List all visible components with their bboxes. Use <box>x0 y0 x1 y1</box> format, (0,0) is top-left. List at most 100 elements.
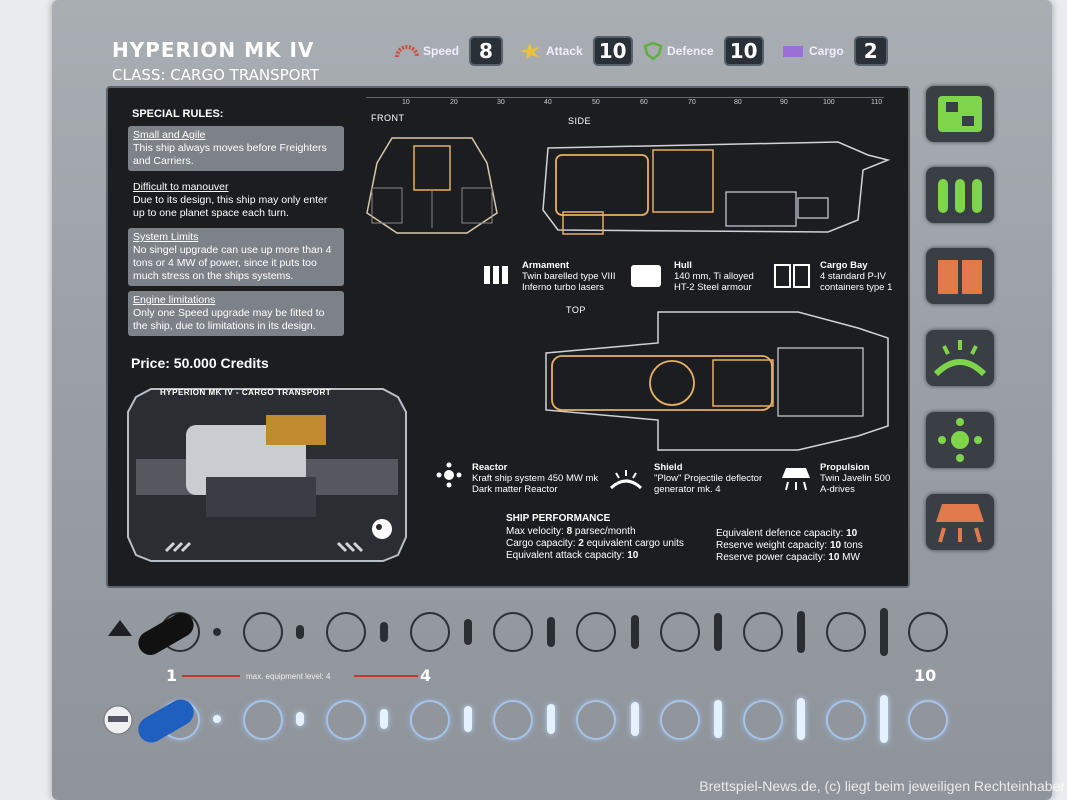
performance-heading: SHIP PERFORMANCE <box>506 513 611 524</box>
track-pip <box>464 619 472 645</box>
track-slot[interactable] <box>410 612 450 652</box>
blueprint-side <box>542 141 891 235</box>
title-block: HYPERION MK IV CLASS: CARGO TRANSPORT <box>112 38 362 108</box>
armament-icon <box>484 266 508 284</box>
blueprint-top <box>545 311 889 451</box>
blue-peg-marker[interactable] <box>100 694 200 756</box>
perf-weight: Reserve weight capacity: 10 tons <box>716 540 863 551</box>
black-peg-marker[interactable] <box>104 608 200 670</box>
cargo-upgrade-icon[interactable] <box>926 248 994 304</box>
ruler-tick: 100 <box>823 99 835 106</box>
cargo-icon <box>783 46 803 57</box>
rule-text: Only one Speed upgrade may be fitted to … <box>133 307 325 332</box>
track-pip-lit <box>213 715 221 723</box>
propulsion-upgrade-icon[interactable] <box>926 494 994 550</box>
ruler-tick: 30 <box>497 99 505 106</box>
track-pip <box>631 615 639 649</box>
track-pip-lit <box>797 698 805 740</box>
track-slot[interactable] <box>326 612 366 652</box>
stat-label: Attack <box>546 44 583 58</box>
track-slot[interactable] <box>908 612 948 652</box>
track-slot-lit[interactable] <box>908 700 948 740</box>
track-pip <box>797 611 805 653</box>
stat-cargo: Cargo 2 <box>781 36 888 66</box>
performance-right: Equivalent defence capacity: 10 Reserve … <box>716 528 863 564</box>
ship-title: HYPERION MK IV <box>112 38 315 62</box>
performance-left: Max velocity: 8 parsec/month Cargo capac… <box>506 526 684 562</box>
track-slot-lit[interactable] <box>660 700 700 740</box>
track-pip <box>880 608 888 656</box>
perf-defence: Equivalent defence capacity: 10 <box>716 528 858 539</box>
stat-label: Speed <box>423 44 460 58</box>
ruler-tick: 70 <box>688 99 696 106</box>
track-slot-lit[interactable] <box>576 700 616 740</box>
ship-thumbnail <box>127 388 407 562</box>
rule-title: Engine limitations <box>133 294 216 306</box>
hull-icon <box>631 265 661 287</box>
track-slot-lit[interactable] <box>743 700 783 740</box>
track-slot[interactable] <box>576 612 616 652</box>
ruler-tick: 10 <box>402 99 410 106</box>
track-pip-lit <box>631 702 639 736</box>
stat-value: 8 <box>469 36 504 66</box>
stat-value: 10 <box>723 36 764 66</box>
hull-upgrade-icon[interactable] <box>926 86 994 142</box>
track-slot-lit[interactable] <box>410 700 450 740</box>
cargo-bay-icon <box>774 264 810 288</box>
price: Price: 50.000 Credits <box>131 355 269 371</box>
speed-icon <box>395 45 419 58</box>
track-slot[interactable] <box>243 612 283 652</box>
track-slot-lit[interactable] <box>826 700 866 740</box>
rule-text: This ship always moves before Freighters… <box>133 142 327 167</box>
armament-upgrade-icon[interactable] <box>926 167 994 223</box>
rules-heading: SPECIAL RULES: <box>132 108 224 120</box>
stat-label: Cargo <box>809 44 844 58</box>
track-pip-lit <box>714 700 722 738</box>
stat-value: 2 <box>853 36 888 66</box>
rule-title: Difficult to manouver <box>133 181 229 193</box>
ruler-tick: 110 <box>871 99 883 106</box>
reactor-upgrade-icon[interactable] <box>926 412 994 468</box>
thumbnail-title: HYPERION MK IV - CARGO TRANSPORT <box>160 388 332 397</box>
track-end-number: 10 <box>914 666 937 685</box>
ruler-tick: 60 <box>640 99 648 106</box>
perf-cargo: Cargo capacity: 2 equivalent cargo units <box>506 538 684 549</box>
track-slot[interactable] <box>660 612 700 652</box>
reactor-icon <box>436 462 462 488</box>
track-pip <box>380 622 388 642</box>
ruler-tick: 40 <box>544 99 552 106</box>
shield-upgrade-icon[interactable] <box>926 330 994 386</box>
rule-title: System Limits <box>133 231 199 243</box>
scale-ruler: 10 20 30 40 50 60 70 80 90 100 110 <box>366 97 884 108</box>
track-pip <box>213 628 221 636</box>
track-slot-lit[interactable] <box>493 700 533 740</box>
max-level-line <box>182 675 418 677</box>
track-slot-lit[interactable] <box>326 700 366 740</box>
ruler-tick: 80 <box>734 99 742 106</box>
track-pip <box>296 625 304 639</box>
track-slot-lit[interactable] <box>243 700 283 740</box>
view-label-front: FRONT <box>371 113 405 123</box>
rule-engine: Engine limitations Only one Speed upgrad… <box>128 291 344 336</box>
rule-small-agile: Small and Agile This ship always moves b… <box>128 126 344 171</box>
stat-defence: Defence 10 <box>643 36 764 66</box>
shield-component-icon <box>609 470 643 490</box>
propulsion-icon <box>782 468 810 491</box>
track-slot[interactable] <box>743 612 783 652</box>
track-slot[interactable] <box>493 612 533 652</box>
view-label-top: TOP <box>566 305 586 315</box>
stat-bar: Speed 8 Attack 10 Defence 10 Cargo 2 <box>385 36 905 68</box>
rule-text: Due to its design, this ship may only en… <box>133 194 328 219</box>
track-slot[interactable] <box>826 612 866 652</box>
track-start-number: 1 <box>166 666 178 685</box>
perf-power: Reserve power capacity: 10 MW <box>716 552 860 563</box>
ship-class: CLASS: CARGO TRANSPORT <box>112 66 319 84</box>
blueprint-front <box>366 137 498 234</box>
perf-max-velocity: Max velocity: 8 parsec/month <box>506 526 636 537</box>
track-pip <box>714 613 722 651</box>
track-pip-lit <box>880 695 888 743</box>
attack-icon <box>520 43 540 60</box>
stat-label: Defence <box>667 44 714 58</box>
